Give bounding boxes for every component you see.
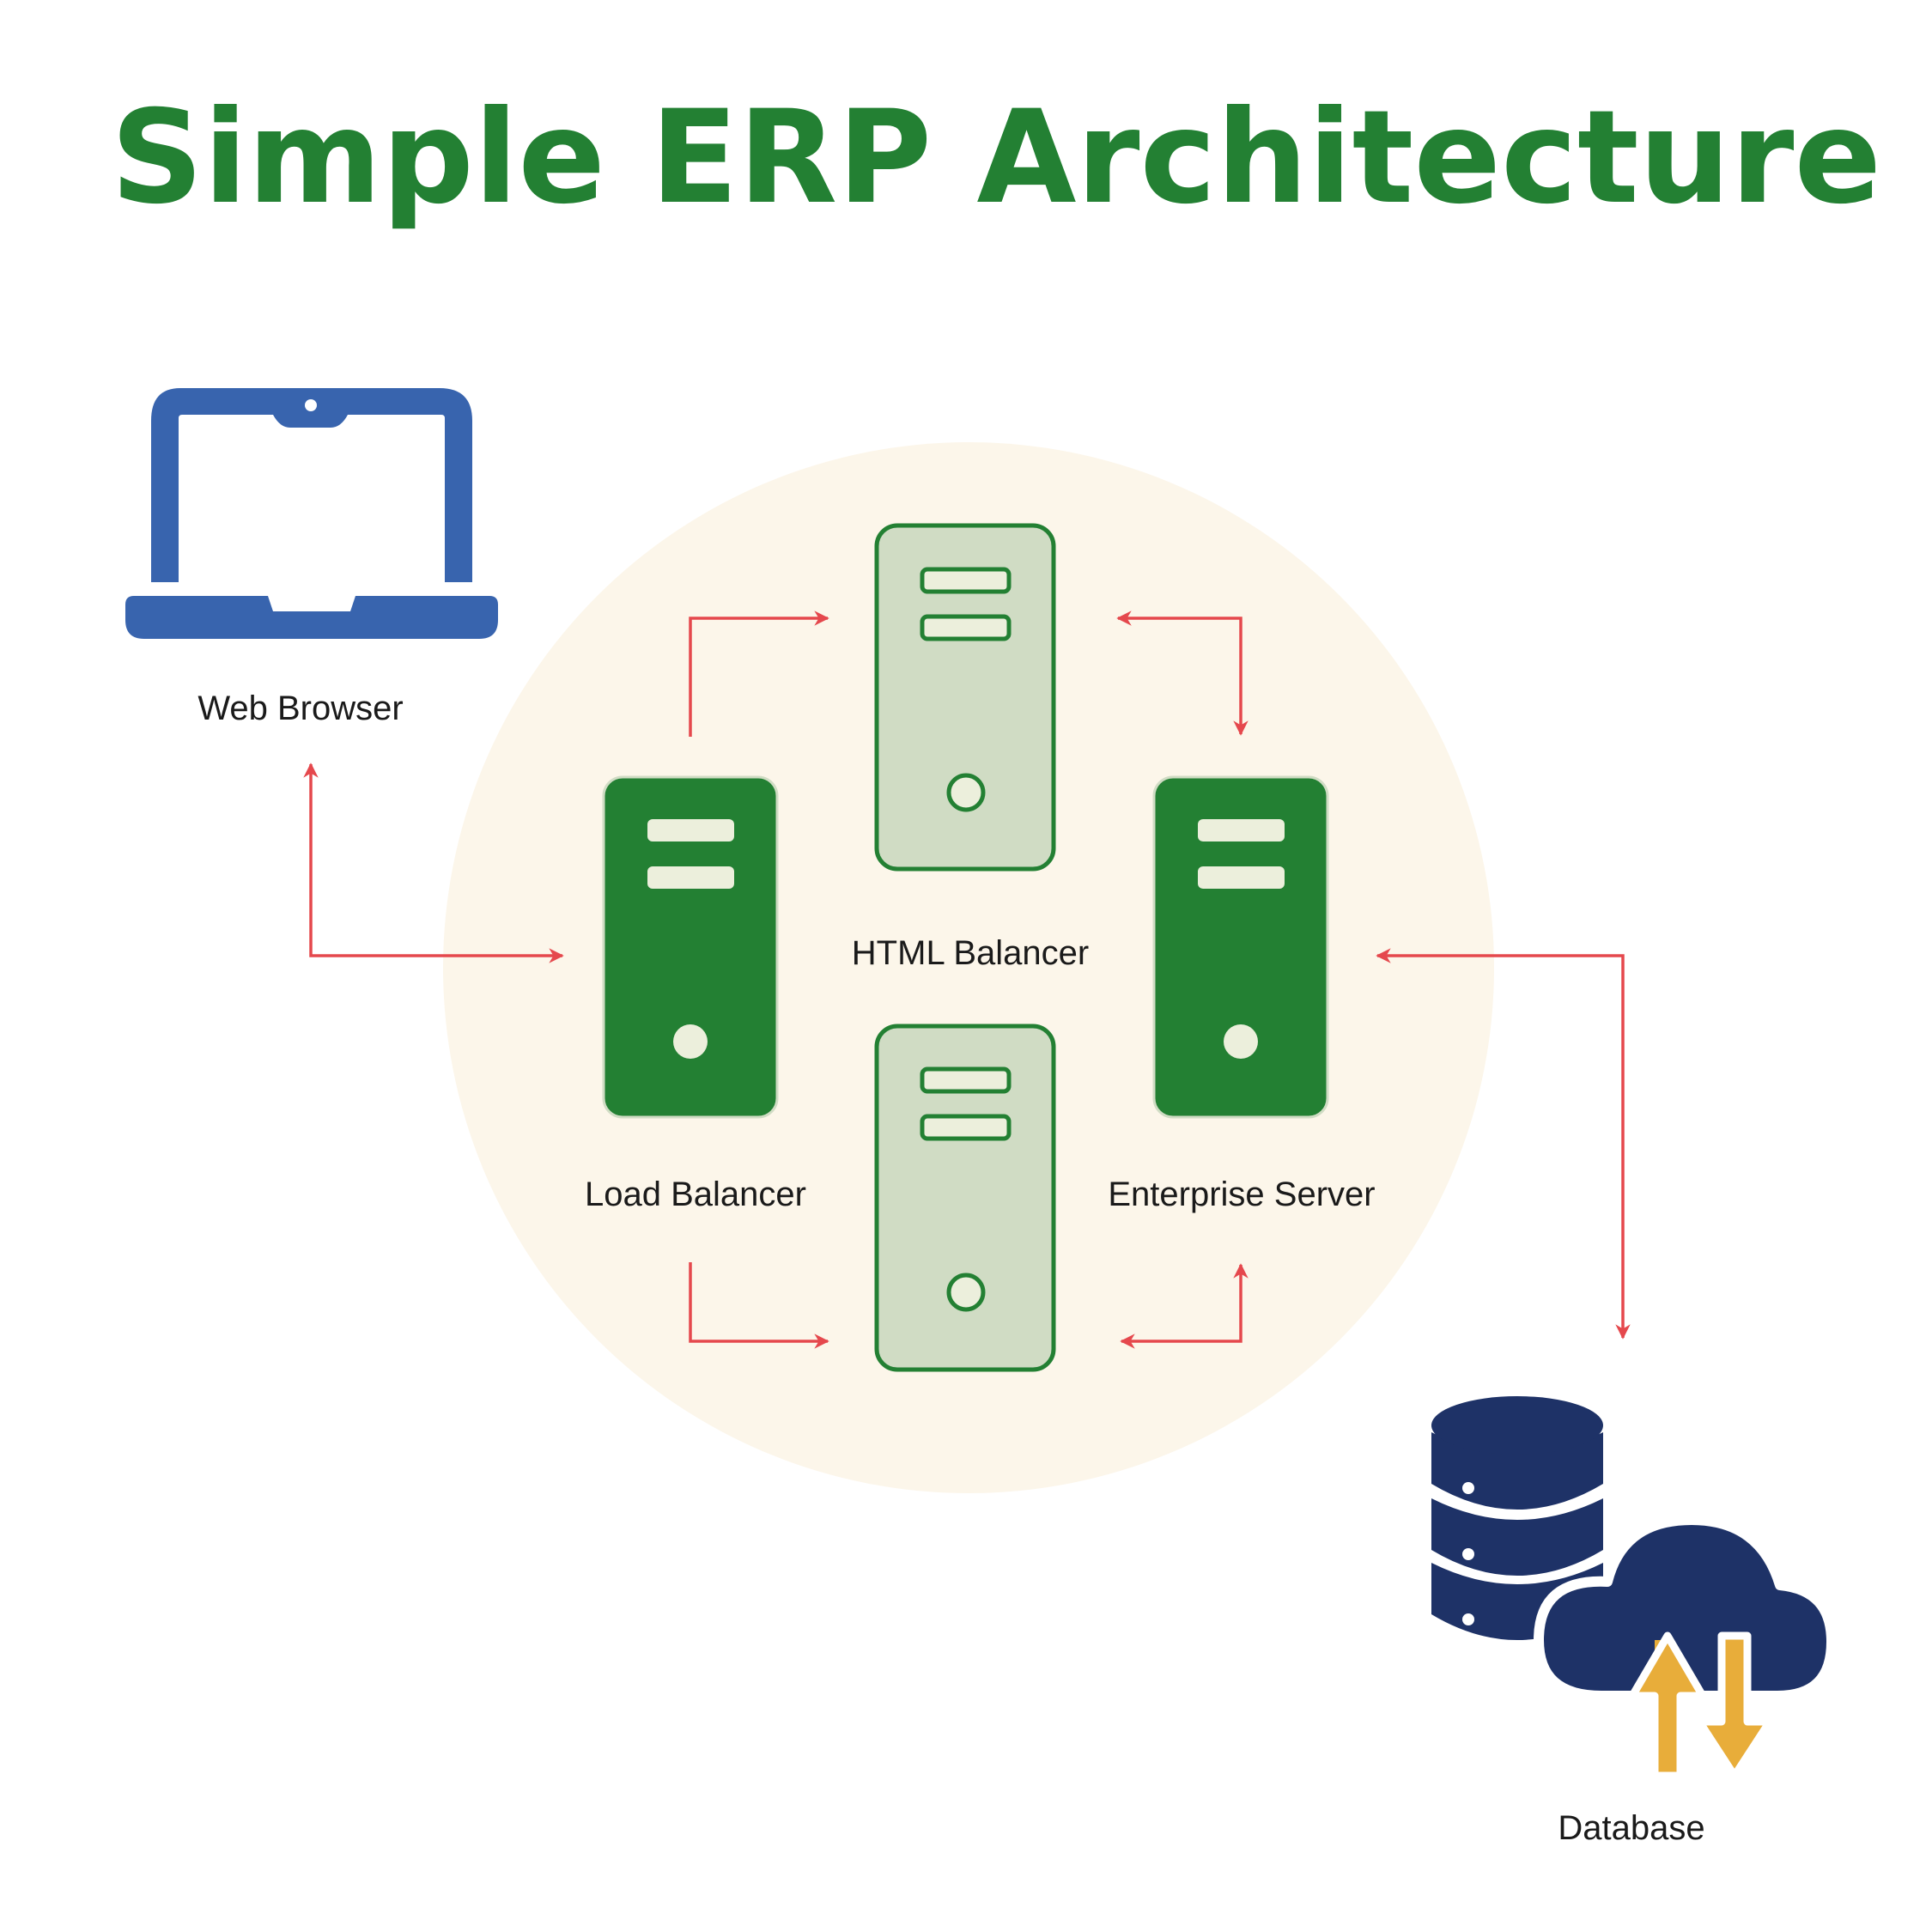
database-cloud-sync-icon — [1431, 1396, 1837, 1780]
load-balancer-label: Load Balancer — [585, 1176, 806, 1213]
edge-enterprise-server-database — [1376, 948, 1631, 1340]
edge-html-balancer-enterprise-server — [1116, 611, 1249, 736]
enterprise-server-icon — [1152, 775, 1329, 1119]
sync-arrows-icon — [1628, 1631, 1774, 1780]
edge-browser-load-balancer — [303, 762, 564, 963]
load-balancer-server-icon — [602, 775, 779, 1119]
edge-load-balancer-secondary-server — [689, 1262, 829, 1349]
html-balancer-label: HTML Balancer — [852, 934, 1089, 972]
html-balancer-server-icon — [874, 523, 1056, 872]
edge-load-balancer-html-balancer — [689, 611, 829, 737]
web-browser-label: Web Browser — [197, 690, 403, 727]
diagram-title: Simple ERP Architecture — [111, 83, 1881, 233]
database-label: Database — [1558, 1809, 1704, 1847]
secondary-server-icon — [874, 1024, 1056, 1372]
database-stack-icon — [1431, 1396, 1603, 1640]
laptop-icon — [125, 388, 498, 639]
cloud-icon — [1534, 1515, 1837, 1701]
edge-enterprise-server-secondary-server — [1120, 1263, 1249, 1349]
connections — [303, 611, 1631, 1349]
enterprise-server-label: Enterprise Server — [1108, 1176, 1375, 1213]
